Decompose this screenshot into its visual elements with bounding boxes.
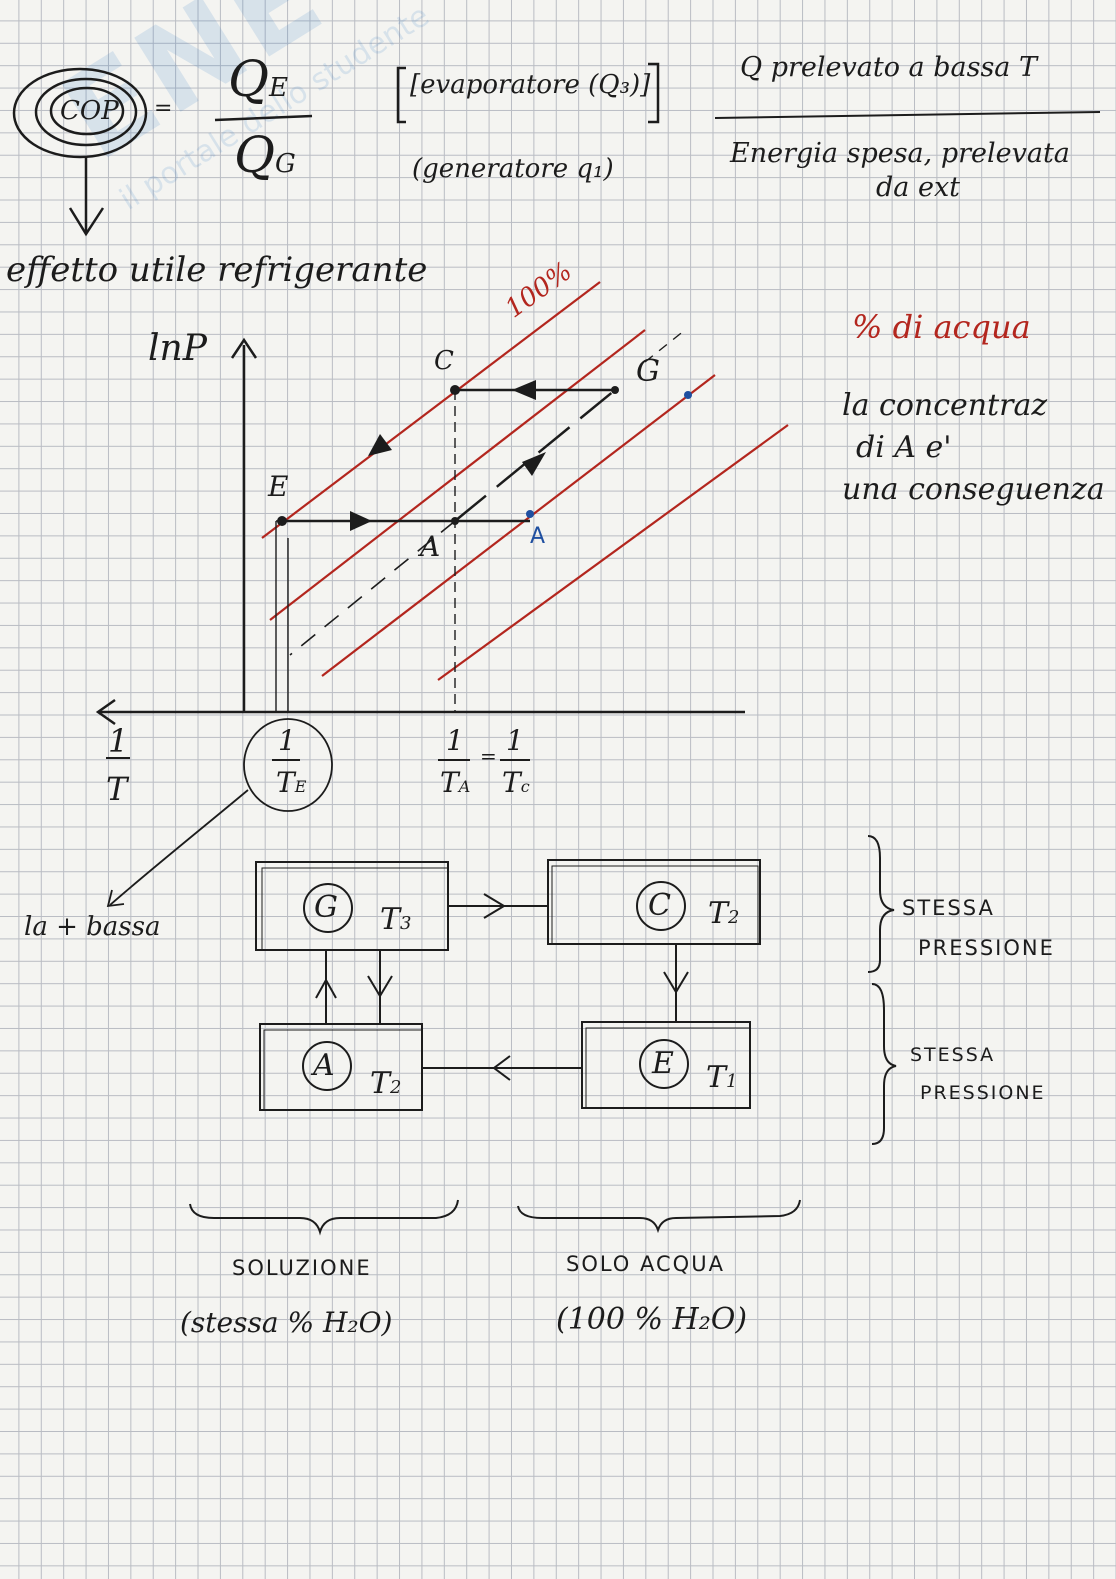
projection-lines <box>275 390 456 712</box>
arrow-e-to-a <box>350 511 372 531</box>
point-g-label: G <box>636 354 660 389</box>
water-sub: (100 % H₂O) <box>556 1302 748 1337</box>
cop-circles <box>12 67 148 159</box>
point-e-label: E <box>268 470 289 503</box>
point-extra-blue-dot <box>684 391 692 399</box>
path-a-to-g <box>454 389 616 522</box>
point-a-dot <box>451 517 459 525</box>
box-evaporator-letter: E <box>652 1046 674 1081</box>
same-pressure-top-1: STESSA <box>902 896 995 920</box>
tick-tc-num: 1 <box>506 724 524 757</box>
line-100-percent <box>261 281 601 539</box>
evaporator-bracket-right <box>648 62 660 124</box>
right-denominator-line1: Energia spesa, prelevata <box>730 138 1070 169</box>
graph-axes <box>95 337 745 726</box>
concentration-note-3: una conseguenza <box>842 472 1105 507</box>
solution-sub: (stessa % H₂O) <box>180 1306 393 1339</box>
box-condenser-letter: C <box>648 888 671 923</box>
g-dashed-extension <box>644 329 686 363</box>
arrow-c-to-e <box>368 434 392 456</box>
cop-denominator: QG <box>234 126 296 184</box>
water-percent-note: % di acqua <box>852 308 1031 346</box>
evaporator-bracket-left <box>396 66 406 124</box>
box-evaporator-temp: T1 <box>706 1060 738 1095</box>
point-c-dot <box>450 385 460 395</box>
tick-eq: = <box>480 744 497 768</box>
point-a-label: A <box>420 530 441 563</box>
y-axis-label: lnP <box>148 328 207 369</box>
point-a-blue-dot <box>526 510 534 518</box>
lowest-temp-arrow <box>109 789 249 906</box>
tick-tc-den: Tc <box>502 766 530 799</box>
line-solution-1 <box>269 329 646 621</box>
box-condenser-temp: T2 <box>708 896 740 931</box>
bottom-braces <box>189 1199 801 1236</box>
point-e-dot <box>277 516 287 526</box>
cop-down-arrow <box>68 157 105 237</box>
scheme-boxes <box>255 859 761 1111</box>
point-g-dot <box>611 386 619 394</box>
cop-fraction-bar <box>214 114 313 122</box>
tick-fraction-bars <box>106 757 530 761</box>
concentration-note-1: la concentraz <box>842 388 1048 423</box>
same-pressure-bottom-2: PRESSIONE <box>920 1082 1046 1104</box>
water-label: SOLO ACQUA <box>566 1252 725 1276</box>
right-numerator: Q prelevato a bassa T <box>740 52 1037 83</box>
cop-label: COP <box>60 96 119 126</box>
box-absorber-letter: A <box>313 1048 335 1083</box>
same-pressure-top-2: PRESSIONE <box>918 936 1055 960</box>
x-axis-label-den: T <box>106 770 128 808</box>
concentration-note-2: di A e' <box>856 430 952 465</box>
tick-ta-den: TA <box>440 766 471 799</box>
cycle-points <box>277 385 692 526</box>
path-a-dashed-down <box>289 520 456 656</box>
box-absorber-temp: T2 <box>370 1066 402 1101</box>
lowest-note: la + bassa <box>24 912 161 942</box>
same-pressure-bottom-1: STESSA <box>910 1044 996 1066</box>
tick-ta-num: 1 <box>446 724 464 757</box>
right-denominator-line2: da ext <box>876 172 961 203</box>
box-generator-letter: G <box>314 890 338 925</box>
right-braces <box>867 835 897 1145</box>
cycle-arrowheads <box>350 380 546 531</box>
right-fraction-bar <box>714 111 1101 119</box>
cop-equals: = <box>154 96 173 121</box>
box-generator-temp: T3 <box>380 902 412 937</box>
effect-label: effetto utile refrigerante <box>6 250 428 290</box>
cycle-lines <box>282 388 616 656</box>
line-solution-3 <box>437 424 789 681</box>
point-a-blue-label: A <box>530 524 546 549</box>
solution-label: SOLUZIONE <box>232 1256 372 1280</box>
denominator-note: (generatore q₁) <box>412 154 614 184</box>
scheme-arrows <box>315 893 689 1081</box>
lowest-temp-circle <box>243 718 333 812</box>
concentration-lines <box>261 281 789 681</box>
line-solution-2 <box>321 374 716 677</box>
arrow-a-to-g <box>522 452 546 476</box>
numerator-note: [evaporatore (Q₃)] <box>410 70 651 100</box>
x-axis-label-num: 1 <box>108 722 129 760</box>
point-c-label: C <box>434 346 454 376</box>
tick-te-den: TE <box>276 766 307 799</box>
tick-te-num: 1 <box>278 724 296 757</box>
cop-numerator: QE <box>228 50 288 108</box>
arrow-g-to-c <box>512 380 536 400</box>
